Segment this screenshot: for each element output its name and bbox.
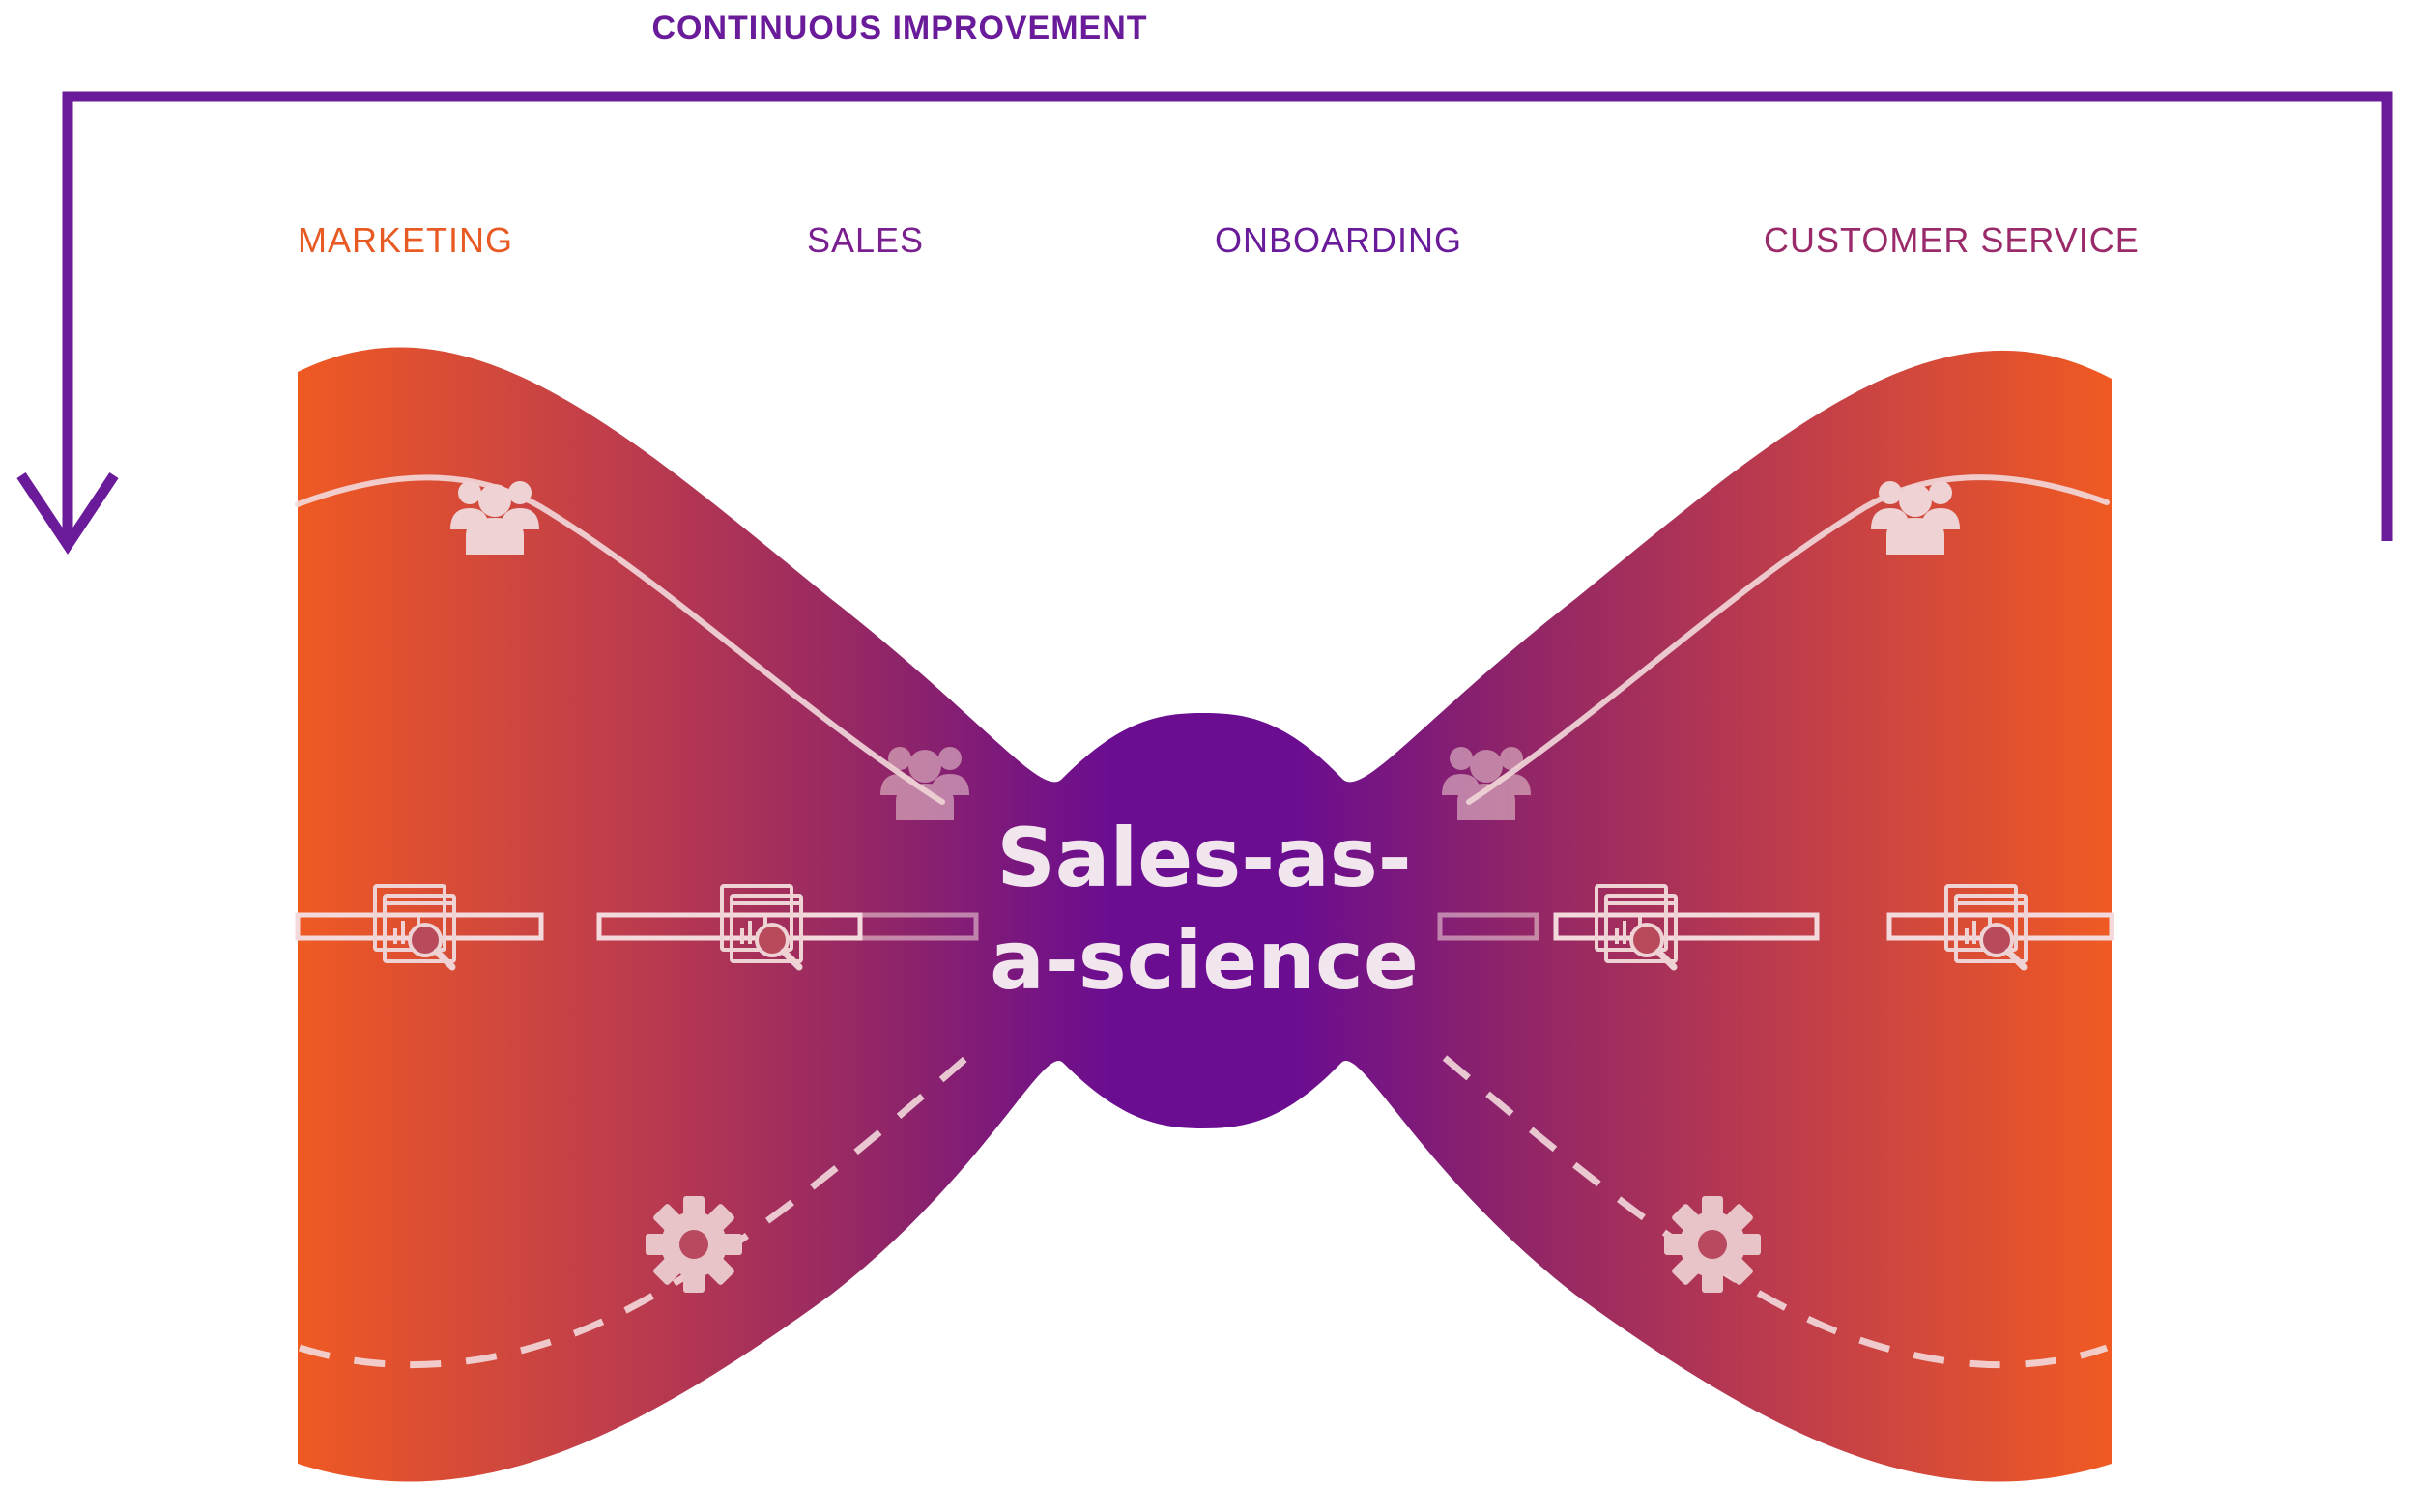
top-journey-path-right: [1466, 474, 2110, 805]
gear-icon: [646, 1196, 742, 1293]
stage-label-onboarding: ONBOARDING: [1215, 220, 1463, 260]
top-journey-path-left: [295, 474, 945, 805]
gear-icon: [1664, 1196, 1761, 1293]
bow-tie-shape: [298, 347, 2112, 1482]
bottom-journey-path-left: [298, 1055, 969, 1369]
continuous-improvement-title: CONTINUOUS IMPROVEMENT: [651, 10, 1148, 46]
arrow-down-icon: [16, 471, 119, 555]
center-title: Sales-as- a-science: [914, 807, 1494, 1012]
bottom-journey-path-right: [1442, 1055, 2109, 1369]
stage-label-customer-service: CUSTOMER SERVICE: [1764, 220, 2140, 260]
center-title-line-1: Sales-as-: [996, 811, 1412, 905]
stage-label-sales: SALES: [807, 220, 925, 260]
center-title-line-2: a-science: [990, 913, 1419, 1008]
continuous-improvement-arrow: [62, 91, 2393, 541]
stage-label-marketing: MARKETING: [298, 220, 514, 260]
